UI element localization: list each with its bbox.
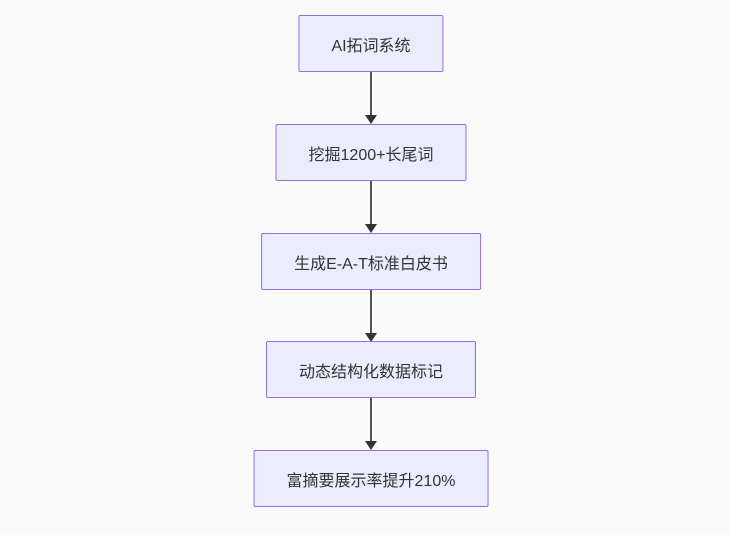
arrowhead-down-icon <box>365 224 377 233</box>
arrow-line <box>370 398 372 442</box>
node-label: AI拓词系统 <box>331 37 411 55</box>
arrowhead-down-icon <box>365 441 377 450</box>
arrow-line <box>370 72 372 116</box>
node-label: 富摘要展示率提升210% <box>286 472 456 490</box>
flowchart-node-rich-snippet-result: 富摘要展示率提升210% <box>253 450 489 507</box>
flowchart-node-ai-keyword-system: AI拓词系统 <box>298 15 444 72</box>
arrowhead-down-icon <box>365 333 377 342</box>
flowchart-node-structured-data-markup: 动态结构化数据标记 <box>265 341 477 398</box>
flow-arrow-2 <box>365 181 377 233</box>
flowchart-node-longtail-mining: 挖掘1200+长尾词 <box>275 124 467 181</box>
node-label: 生成E-A-T标准白皮书 <box>294 255 448 273</box>
node-label: 动态结构化数据标记 <box>298 363 444 381</box>
flow-arrow-4 <box>365 398 377 450</box>
flow-arrow-3 <box>365 290 377 342</box>
node-label: 挖掘1200+长尾词 <box>308 146 434 164</box>
arrow-line <box>370 290 372 334</box>
flow-arrow-1 <box>365 72 377 124</box>
arrowhead-down-icon <box>365 115 377 124</box>
flowchart-node-eat-whitepaper: 生成E-A-T标准白皮书 <box>261 233 481 290</box>
arrow-line <box>370 181 372 225</box>
